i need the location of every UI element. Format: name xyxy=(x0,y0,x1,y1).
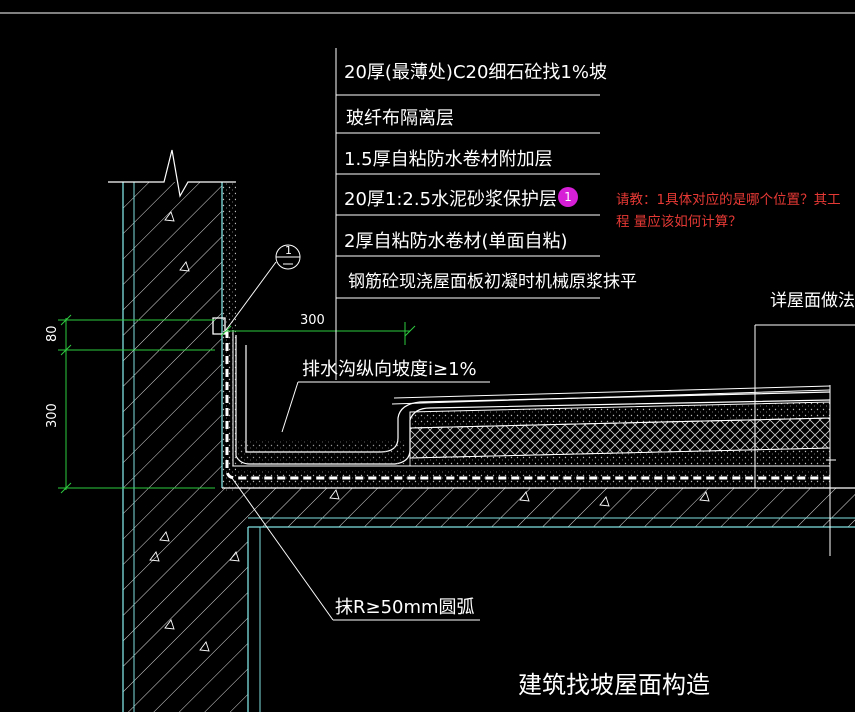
layer-callout xyxy=(335,48,600,380)
wall-plaster xyxy=(222,182,236,492)
detail-ref-text: 详屋面做法 xyxy=(770,291,855,311)
detail-ref-bubble xyxy=(225,244,301,331)
layer-3: 1.5厚自粘防水卷材附加层 xyxy=(344,149,553,170)
roof-layers xyxy=(225,330,836,556)
layer-5: 2厚自粘防水卷材(单面自粘) xyxy=(344,231,568,252)
flashing-termination xyxy=(212,317,226,335)
dim-300-vertical: 300 xyxy=(45,403,60,428)
gutter-slope-label: 排水沟纵向坡度i≥1% xyxy=(302,359,477,380)
question-text: 请教：1具体对应的是哪个位置？其工程 量应该如何计算？ xyxy=(616,192,841,230)
layer-1: 20厚(最薄处)C20细石砼找1%坡 xyxy=(344,62,607,83)
fillet-label: 抹R≥50mm圆弧 xyxy=(335,597,475,618)
annotation-marker[interactable]: 1 xyxy=(558,187,578,207)
dim-80: 80 xyxy=(45,325,60,342)
dim-300-horizontal: 300 xyxy=(300,313,325,328)
layer-2: 玻纤布隔离层 xyxy=(346,108,454,129)
drawing-title: 建筑找坡屋面构造 xyxy=(518,671,710,699)
detail-ref-number: 1 xyxy=(285,244,292,257)
layer-4: 20厚1:2.5水泥砂浆保护层 xyxy=(344,189,557,210)
layer-6: 钢筋砼现浇屋面板初凝时机械原浆抹平 xyxy=(348,272,637,292)
dimensions xyxy=(58,314,416,494)
